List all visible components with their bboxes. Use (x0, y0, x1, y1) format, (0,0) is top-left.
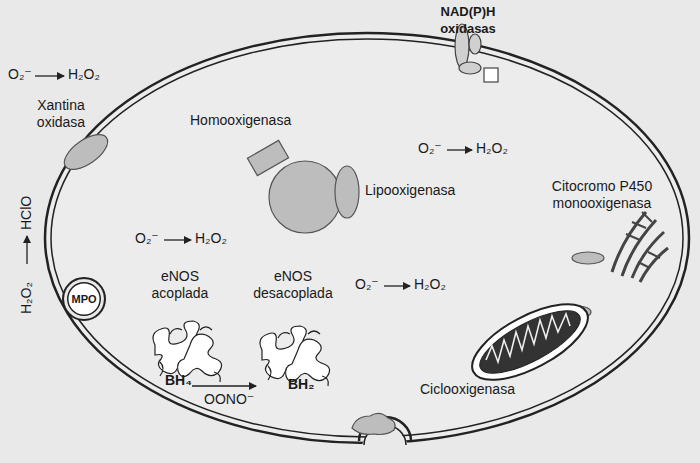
reaction-arrow (27, 76, 472, 386)
mitochondrion (461, 289, 598, 395)
reaction-arrow (35, 75, 64, 76)
endoplasmic-reticulum (626, 212, 660, 268)
endoplasmic-reticulum (572, 212, 668, 282)
enzyme-label: eNOS desacoplada (246, 268, 340, 302)
nadph-oxidase (469, 34, 481, 54)
species: H₂O₂ (68, 66, 100, 83)
enzyme-label: Xantina oxidasa (22, 97, 100, 131)
cell-membrane (45, 33, 689, 443)
mitochondrion (472, 299, 589, 385)
species: O₂⁻ (135, 230, 159, 247)
species: OONO⁻ (204, 391, 254, 408)
enzyme-label: eNOS acoplada (150, 268, 210, 302)
cofactor: BH₄ (165, 372, 192, 389)
enzyme-label: Citocromo P450 monooxigenasa (548, 178, 656, 212)
cell-membrane (51, 39, 683, 437)
enos-protein (178, 334, 222, 376)
species: H₂O₂ (195, 230, 227, 247)
species: H₂O₂ (18, 282, 35, 314)
reaction-arrow (447, 149, 472, 150)
cofactor: BH₂ (288, 376, 314, 393)
species: HClO (18, 196, 35, 230)
cyclooxygenase (352, 413, 395, 434)
enzyme-label: NAD(P)H oxidasas (418, 3, 518, 37)
species: O₂⁻ (355, 276, 379, 293)
cyclooxygenase (352, 413, 395, 434)
xanthine-oxidase (59, 128, 114, 176)
oxygenase-complex (335, 166, 359, 218)
species: H₂O₂ (414, 276, 446, 293)
oxygenase-complex (247, 140, 359, 233)
reaction-arrow (164, 239, 191, 240)
reaction-arrow (192, 385, 256, 386)
species: O₂⁻ (418, 140, 442, 157)
reaction-arrow (384, 285, 410, 286)
species: O₂⁻ (8, 66, 32, 83)
endoplasmic-reticulum (572, 252, 604, 264)
enos-protein (286, 339, 330, 381)
mitochondrion (461, 289, 598, 395)
species: H₂O₂ (476, 140, 508, 157)
enzyme-label: Lipooxigenasa (365, 182, 455, 199)
node-text: MPO (71, 293, 96, 305)
xanthine-oxidase (59, 128, 114, 176)
nadph-oxidase (459, 62, 481, 74)
enzyme-circle: MPO (62, 277, 106, 321)
nadph-oxidase (484, 68, 498, 82)
reaction-arrow (26, 236, 27, 264)
enzyme-label: Ciclooxigenasa (420, 381, 515, 398)
enzyme-label: Homooxigenasa (190, 112, 291, 129)
cell-membrane (45, 33, 689, 463)
mitochondrion (486, 314, 570, 362)
oxygenase-complex (269, 161, 341, 233)
